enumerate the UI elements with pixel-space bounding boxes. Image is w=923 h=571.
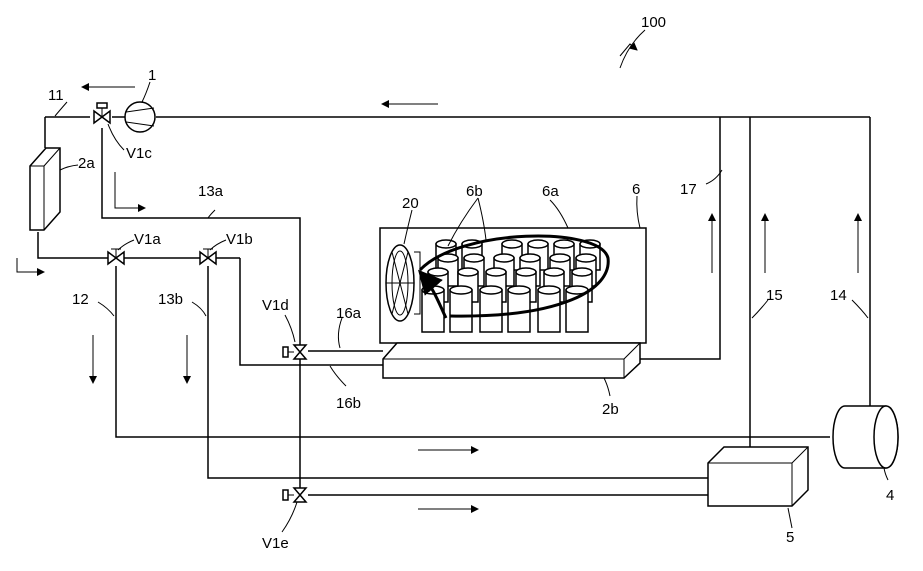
pipe-11 xyxy=(45,117,870,148)
label-pipe-17: 17 xyxy=(680,181,697,198)
label-hx-a: 2a xyxy=(78,155,95,172)
label-valve-d: V1d xyxy=(262,297,289,314)
pipe-17 xyxy=(640,117,720,359)
label-unit: 5 xyxy=(786,529,794,546)
label-fan: 20 xyxy=(402,195,419,212)
label-valve-e: V1e xyxy=(262,535,289,552)
label-system: 100 xyxy=(641,14,666,31)
valve-v1c xyxy=(94,103,110,123)
label-pipe-12: 12 xyxy=(72,291,89,308)
label-pipe-16b: 16b xyxy=(336,395,361,412)
valve-v1b xyxy=(200,249,216,264)
label-pipe-11: 11 xyxy=(48,87,64,104)
label-chamber: 6 xyxy=(632,181,640,198)
label-items: 6b xyxy=(466,183,483,200)
tank-4 xyxy=(833,406,898,468)
compressor-1 xyxy=(125,102,155,132)
label-compressor: 1 xyxy=(148,67,156,84)
label-valve-b: V1b xyxy=(226,231,253,248)
label-pipe-14: 14 xyxy=(830,287,847,304)
label-valve-a: V1a xyxy=(134,231,161,248)
valve-v1e xyxy=(283,488,306,502)
label-pipe-13b: 13b xyxy=(158,291,183,308)
label-hx-b: 2b xyxy=(602,401,619,418)
heat-exchanger-2b xyxy=(383,343,640,378)
label-pipe-16a: 16a xyxy=(336,305,362,322)
label-pipe-15: 15 xyxy=(766,287,783,304)
unit-5 xyxy=(708,447,808,506)
label-pipe-13a: 13a xyxy=(198,183,224,200)
label-tank: 4 xyxy=(886,487,894,504)
label-valve-c: V1c xyxy=(126,145,152,162)
heat-exchanger-2a xyxy=(30,148,60,230)
label-chamber-interior: 6a xyxy=(542,183,559,200)
valve-v1a xyxy=(108,249,124,264)
valve-v1d xyxy=(283,345,306,359)
